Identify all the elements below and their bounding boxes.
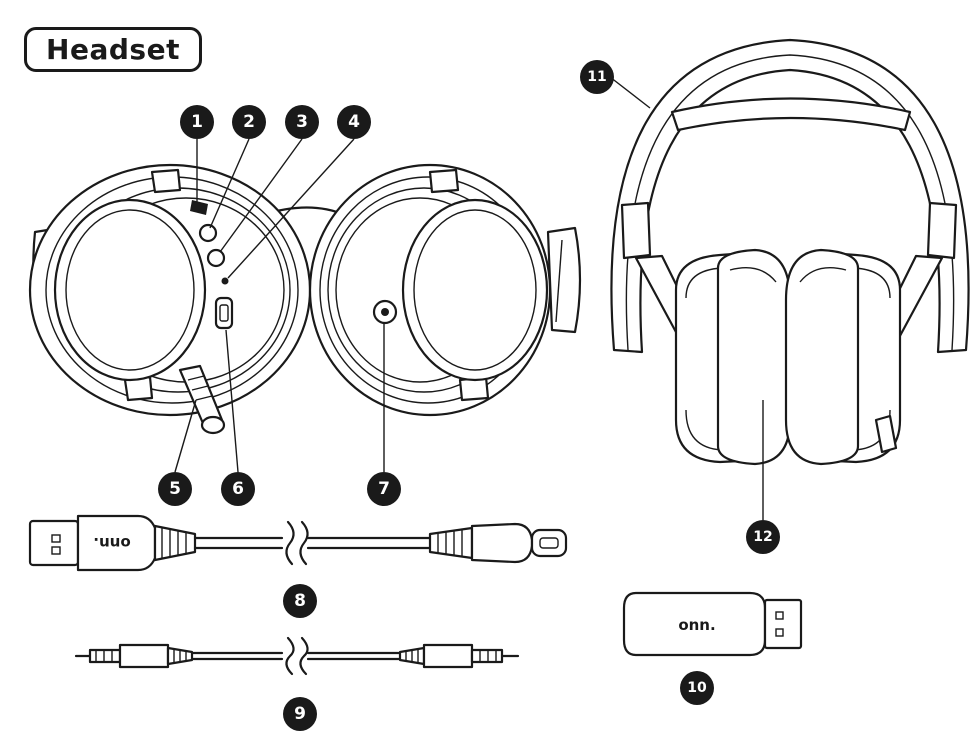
callout-7: 7 <box>367 472 401 506</box>
left-earcup <box>28 163 347 435</box>
callout-6: 6 <box>221 472 255 506</box>
leader-lines <box>174 76 764 520</box>
svg-text:2: 2 <box>243 112 255 132</box>
callout-4: 4 <box>337 105 371 139</box>
svg-text:1: 1 <box>191 112 203 132</box>
callout-8: 8 <box>283 584 317 618</box>
svg-text:5: 5 <box>169 479 181 499</box>
right-earcup <box>308 163 582 417</box>
callout-3: 3 <box>285 105 319 139</box>
svg-text:9: 9 <box>294 704 306 724</box>
headset-front-view <box>610 38 970 466</box>
led-indicator <box>221 277 229 285</box>
callout-11: 11 <box>580 60 614 94</box>
callout-1: 1 <box>180 105 214 139</box>
title-box: Headset <box>24 27 202 72</box>
svg-text:8: 8 <box>294 591 306 611</box>
power-button <box>206 248 226 268</box>
svg-text:3: 3 <box>296 112 308 132</box>
callout-12: 12 <box>746 520 780 554</box>
dongle-brand-label: onn. <box>678 616 715 634</box>
svg-text:7: 7 <box>378 479 390 499</box>
volume-wheel-icon <box>190 200 208 215</box>
usb-dongle: onn. <box>622 591 803 657</box>
svg-text:12: 12 <box>753 529 772 545</box>
usb-c-port <box>214 296 234 330</box>
usb-cable: onn. <box>28 514 568 572</box>
svg-text:6: 6 <box>232 479 244 499</box>
mic-mute-button <box>198 223 218 243</box>
callout-10: 10 <box>680 671 714 705</box>
svg-text:10: 10 <box>687 680 707 696</box>
callout-5: 5 <box>158 472 192 506</box>
aux-cable <box>74 636 520 676</box>
cable-brand-label: onn. <box>93 534 130 552</box>
svg-text:11: 11 <box>587 69 606 85</box>
callout-2: 2 <box>232 105 266 139</box>
callout-9: 9 <box>283 697 317 731</box>
svg-text:4: 4 <box>348 112 360 132</box>
page-title: Headset <box>46 33 180 66</box>
